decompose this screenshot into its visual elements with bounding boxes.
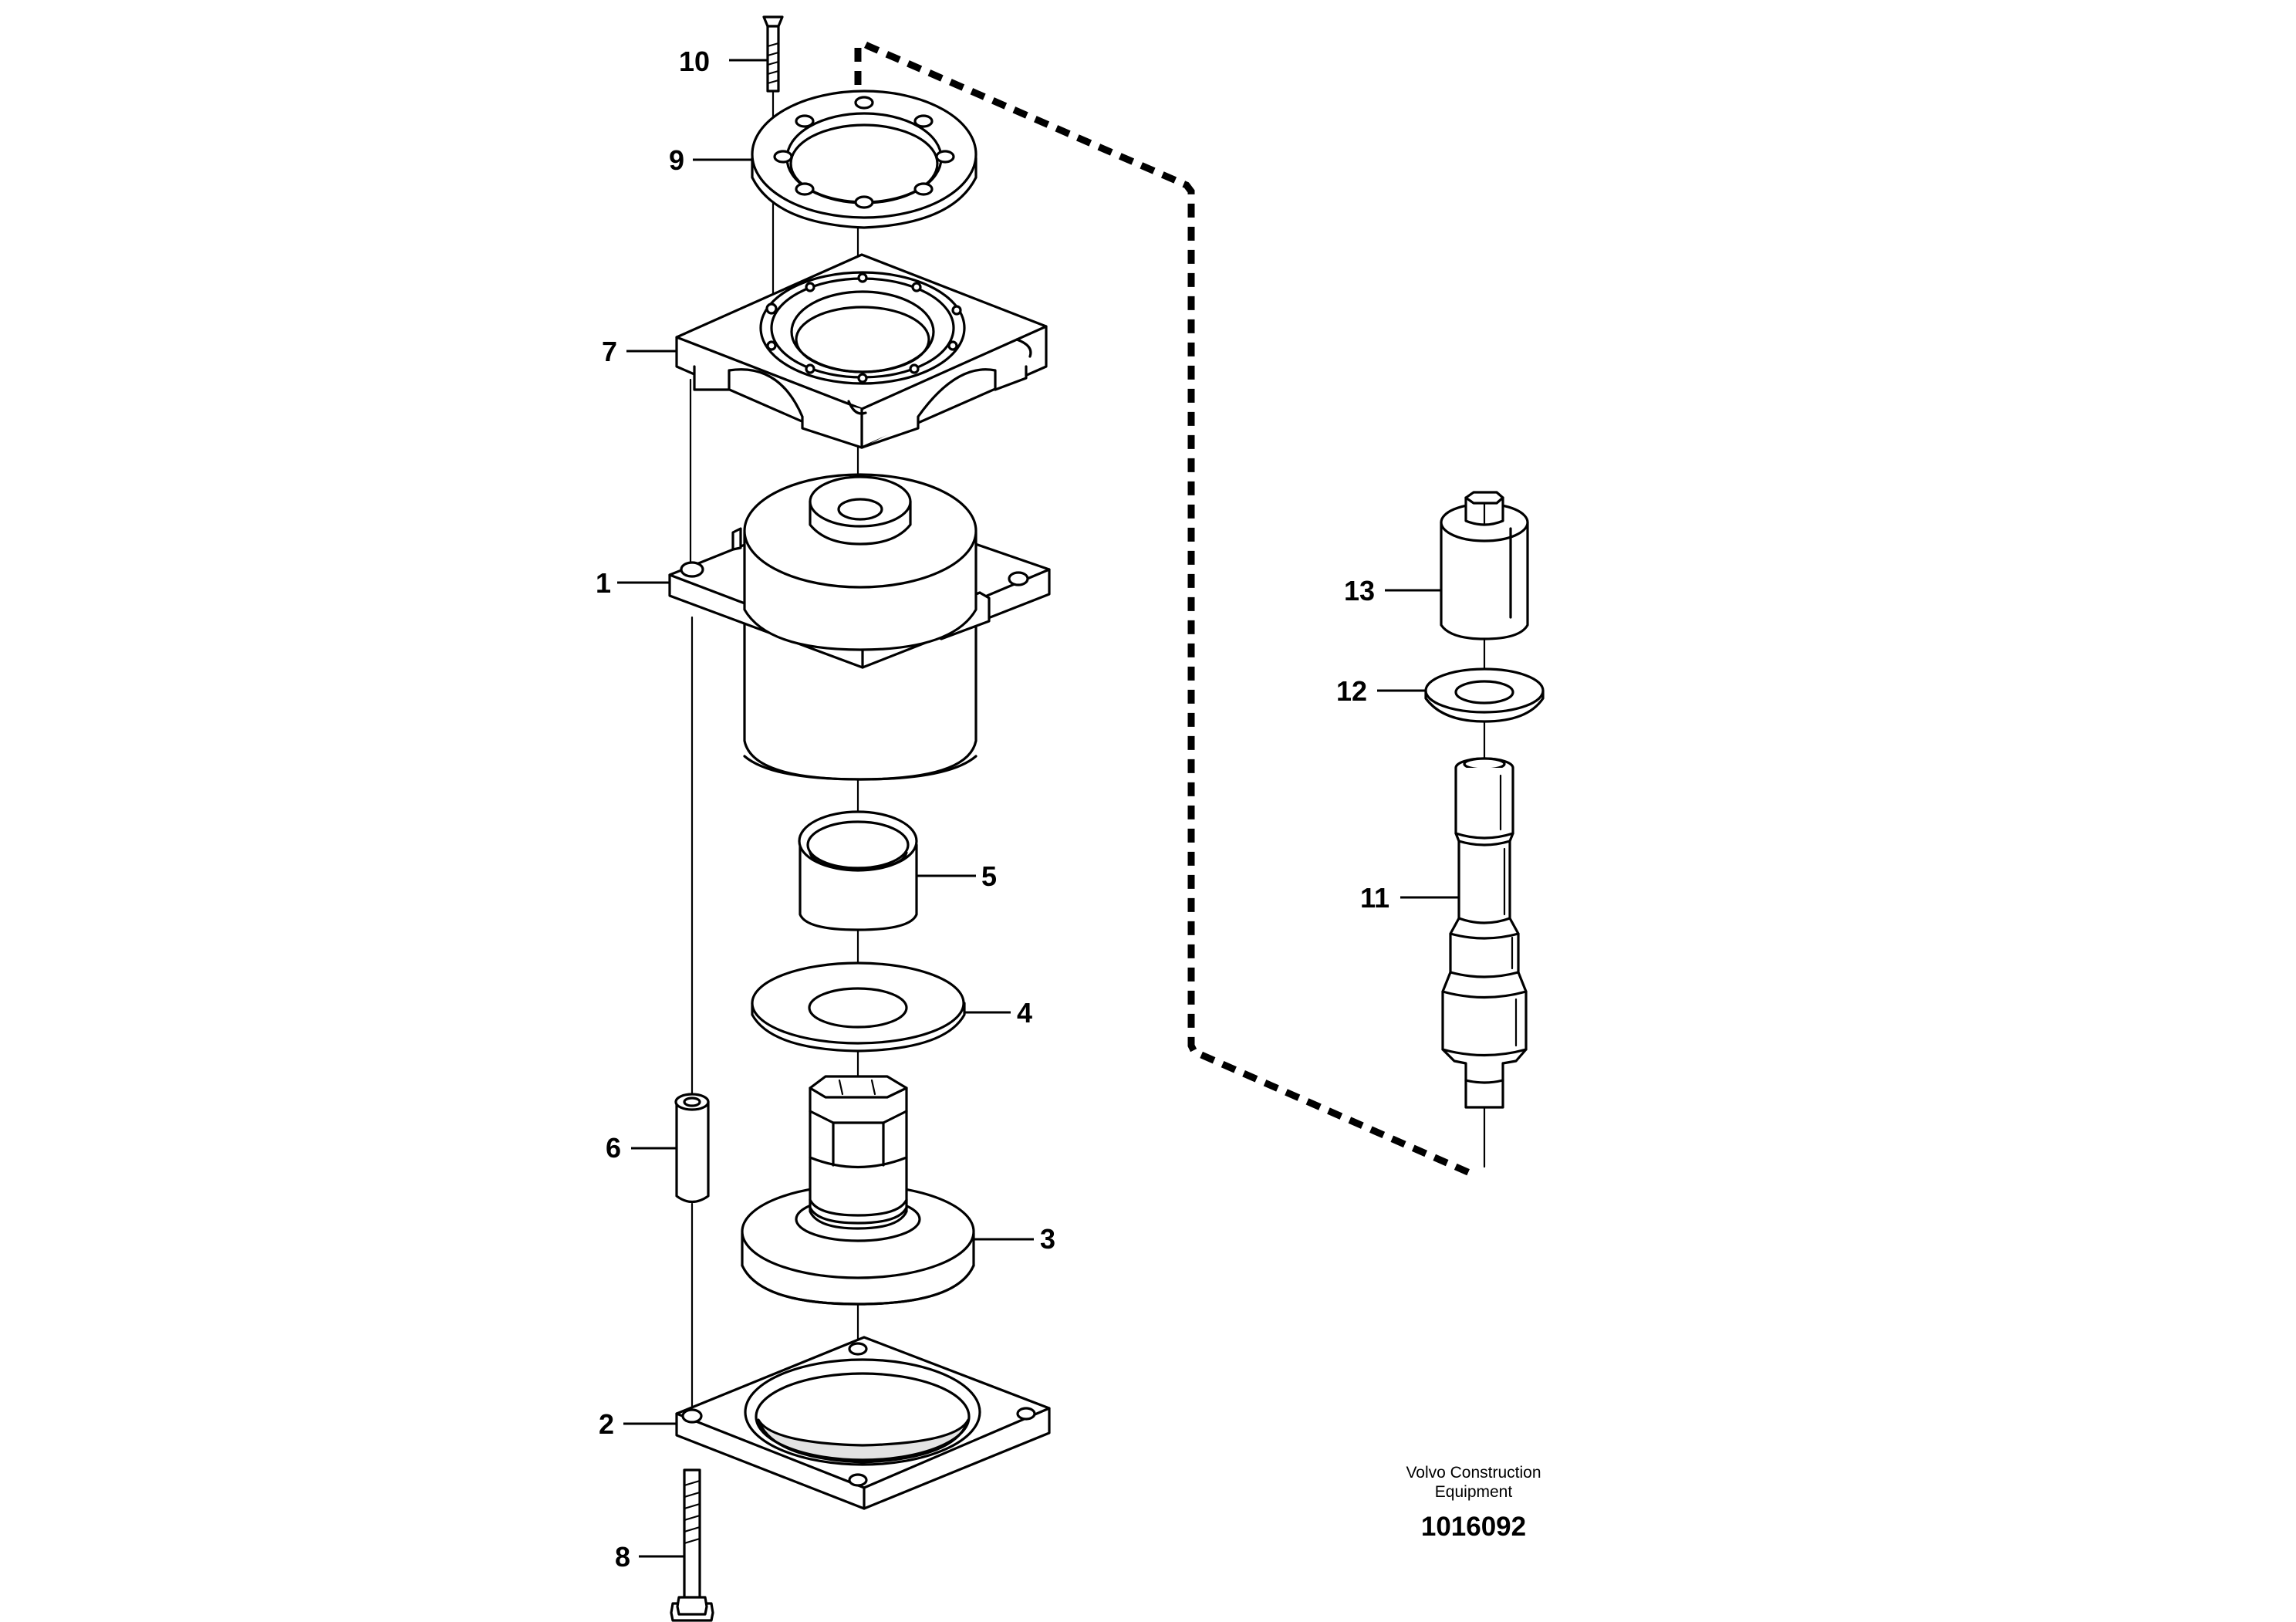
callout-1: 1 — [596, 567, 611, 599]
callout-13: 13 — [1344, 575, 1375, 607]
part-8-bolt — [670, 1468, 714, 1622]
callout-5: 5 — [981, 860, 997, 892]
callout-11: 11 — [1360, 882, 1389, 914]
part-1-actuator-body — [668, 473, 1051, 781]
brand-line-1: Volvo Construction — [1406, 1464, 1541, 1482]
callout-numbers: 10 9 7 1 5 4 6 3 2 8 13 12 11 — [596, 46, 1389, 1573]
part-7-upper-housing — [675, 253, 1048, 449]
part-10-screw — [762, 15, 784, 93]
callout-8: 8 — [615, 1541, 630, 1573]
callout-3: 3 — [1040, 1223, 1055, 1255]
callout-2: 2 — [599, 1408, 614, 1440]
callout-12: 12 — [1336, 675, 1367, 707]
part-13-cap-nut — [1440, 491, 1529, 640]
callout-6: 6 — [606, 1132, 621, 1164]
part-6-spacer-sleeve — [674, 1093, 710, 1204]
part-3-shaft-base — [741, 1075, 975, 1306]
drawing-number: 1016092 — [1421, 1512, 1526, 1542]
callout-10: 10 — [679, 46, 710, 77]
callout-4: 4 — [1017, 997, 1032, 1029]
callout-leaders — [617, 59, 1459, 1558]
callout-9: 9 — [669, 144, 684, 176]
part-11-pin — [1441, 757, 1528, 1109]
part-5-bushing — [798, 810, 918, 931]
part-12-seal-washer — [1424, 667, 1545, 723]
part-4-washer — [751, 961, 966, 1053]
part-2-base-plate — [675, 1336, 1051, 1510]
callout-7: 7 — [602, 336, 617, 367]
brand-line-2: Equipment — [1435, 1483, 1513, 1501]
part-9-flange-ring — [751, 90, 977, 229]
footer: Volvo Construction Equipment 1016092 — [1406, 1464, 1541, 1542]
